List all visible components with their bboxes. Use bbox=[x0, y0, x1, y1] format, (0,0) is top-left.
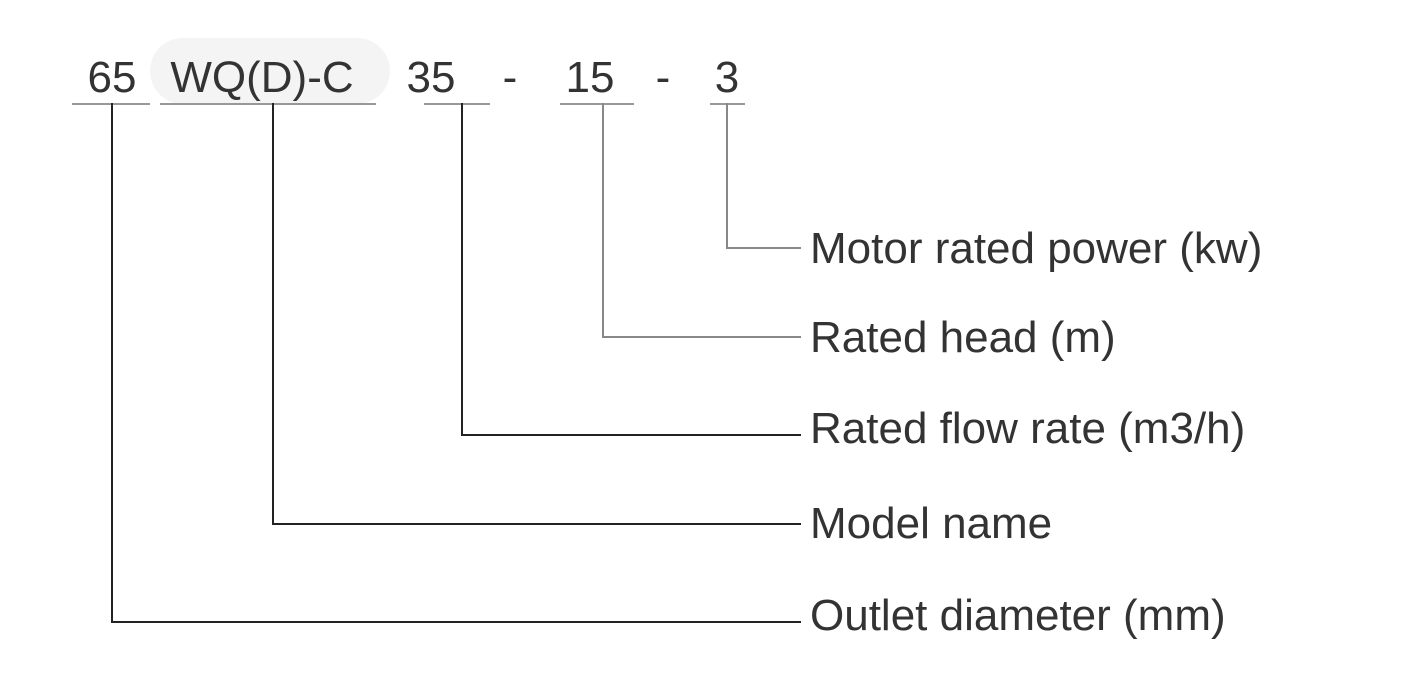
leader-motor-power bbox=[726, 103, 801, 249]
model-name-highlight bbox=[150, 38, 390, 104]
leader-model-name bbox=[272, 103, 801, 525]
label-rated-flow-rate: Rated flow rate (m3/h) bbox=[810, 404, 1245, 453]
code-segment-rated-head: 15 bbox=[566, 53, 615, 102]
code-segment-outlet-diameter: 65 bbox=[88, 53, 137, 102]
code-segment-motor-power: 3 bbox=[715, 53, 739, 102]
label-motor-rated-power: Motor rated power (kw) bbox=[810, 224, 1262, 273]
label-model-name: Model name bbox=[810, 499, 1052, 548]
code-separator-1: - bbox=[503, 53, 518, 102]
code-segment-flow-rate: 35 bbox=[407, 53, 456, 102]
leader-rated-head bbox=[602, 103, 801, 338]
leader-outlet-diameter bbox=[111, 103, 801, 623]
code-separator-2: - bbox=[656, 53, 671, 102]
leader-flow-rate bbox=[461, 103, 801, 436]
label-rated-head: Rated head (m) bbox=[810, 313, 1116, 362]
label-outlet-diameter: Outlet diameter (mm) bbox=[810, 591, 1226, 640]
code-segment-model-name: WQ(D)-C bbox=[170, 53, 353, 102]
